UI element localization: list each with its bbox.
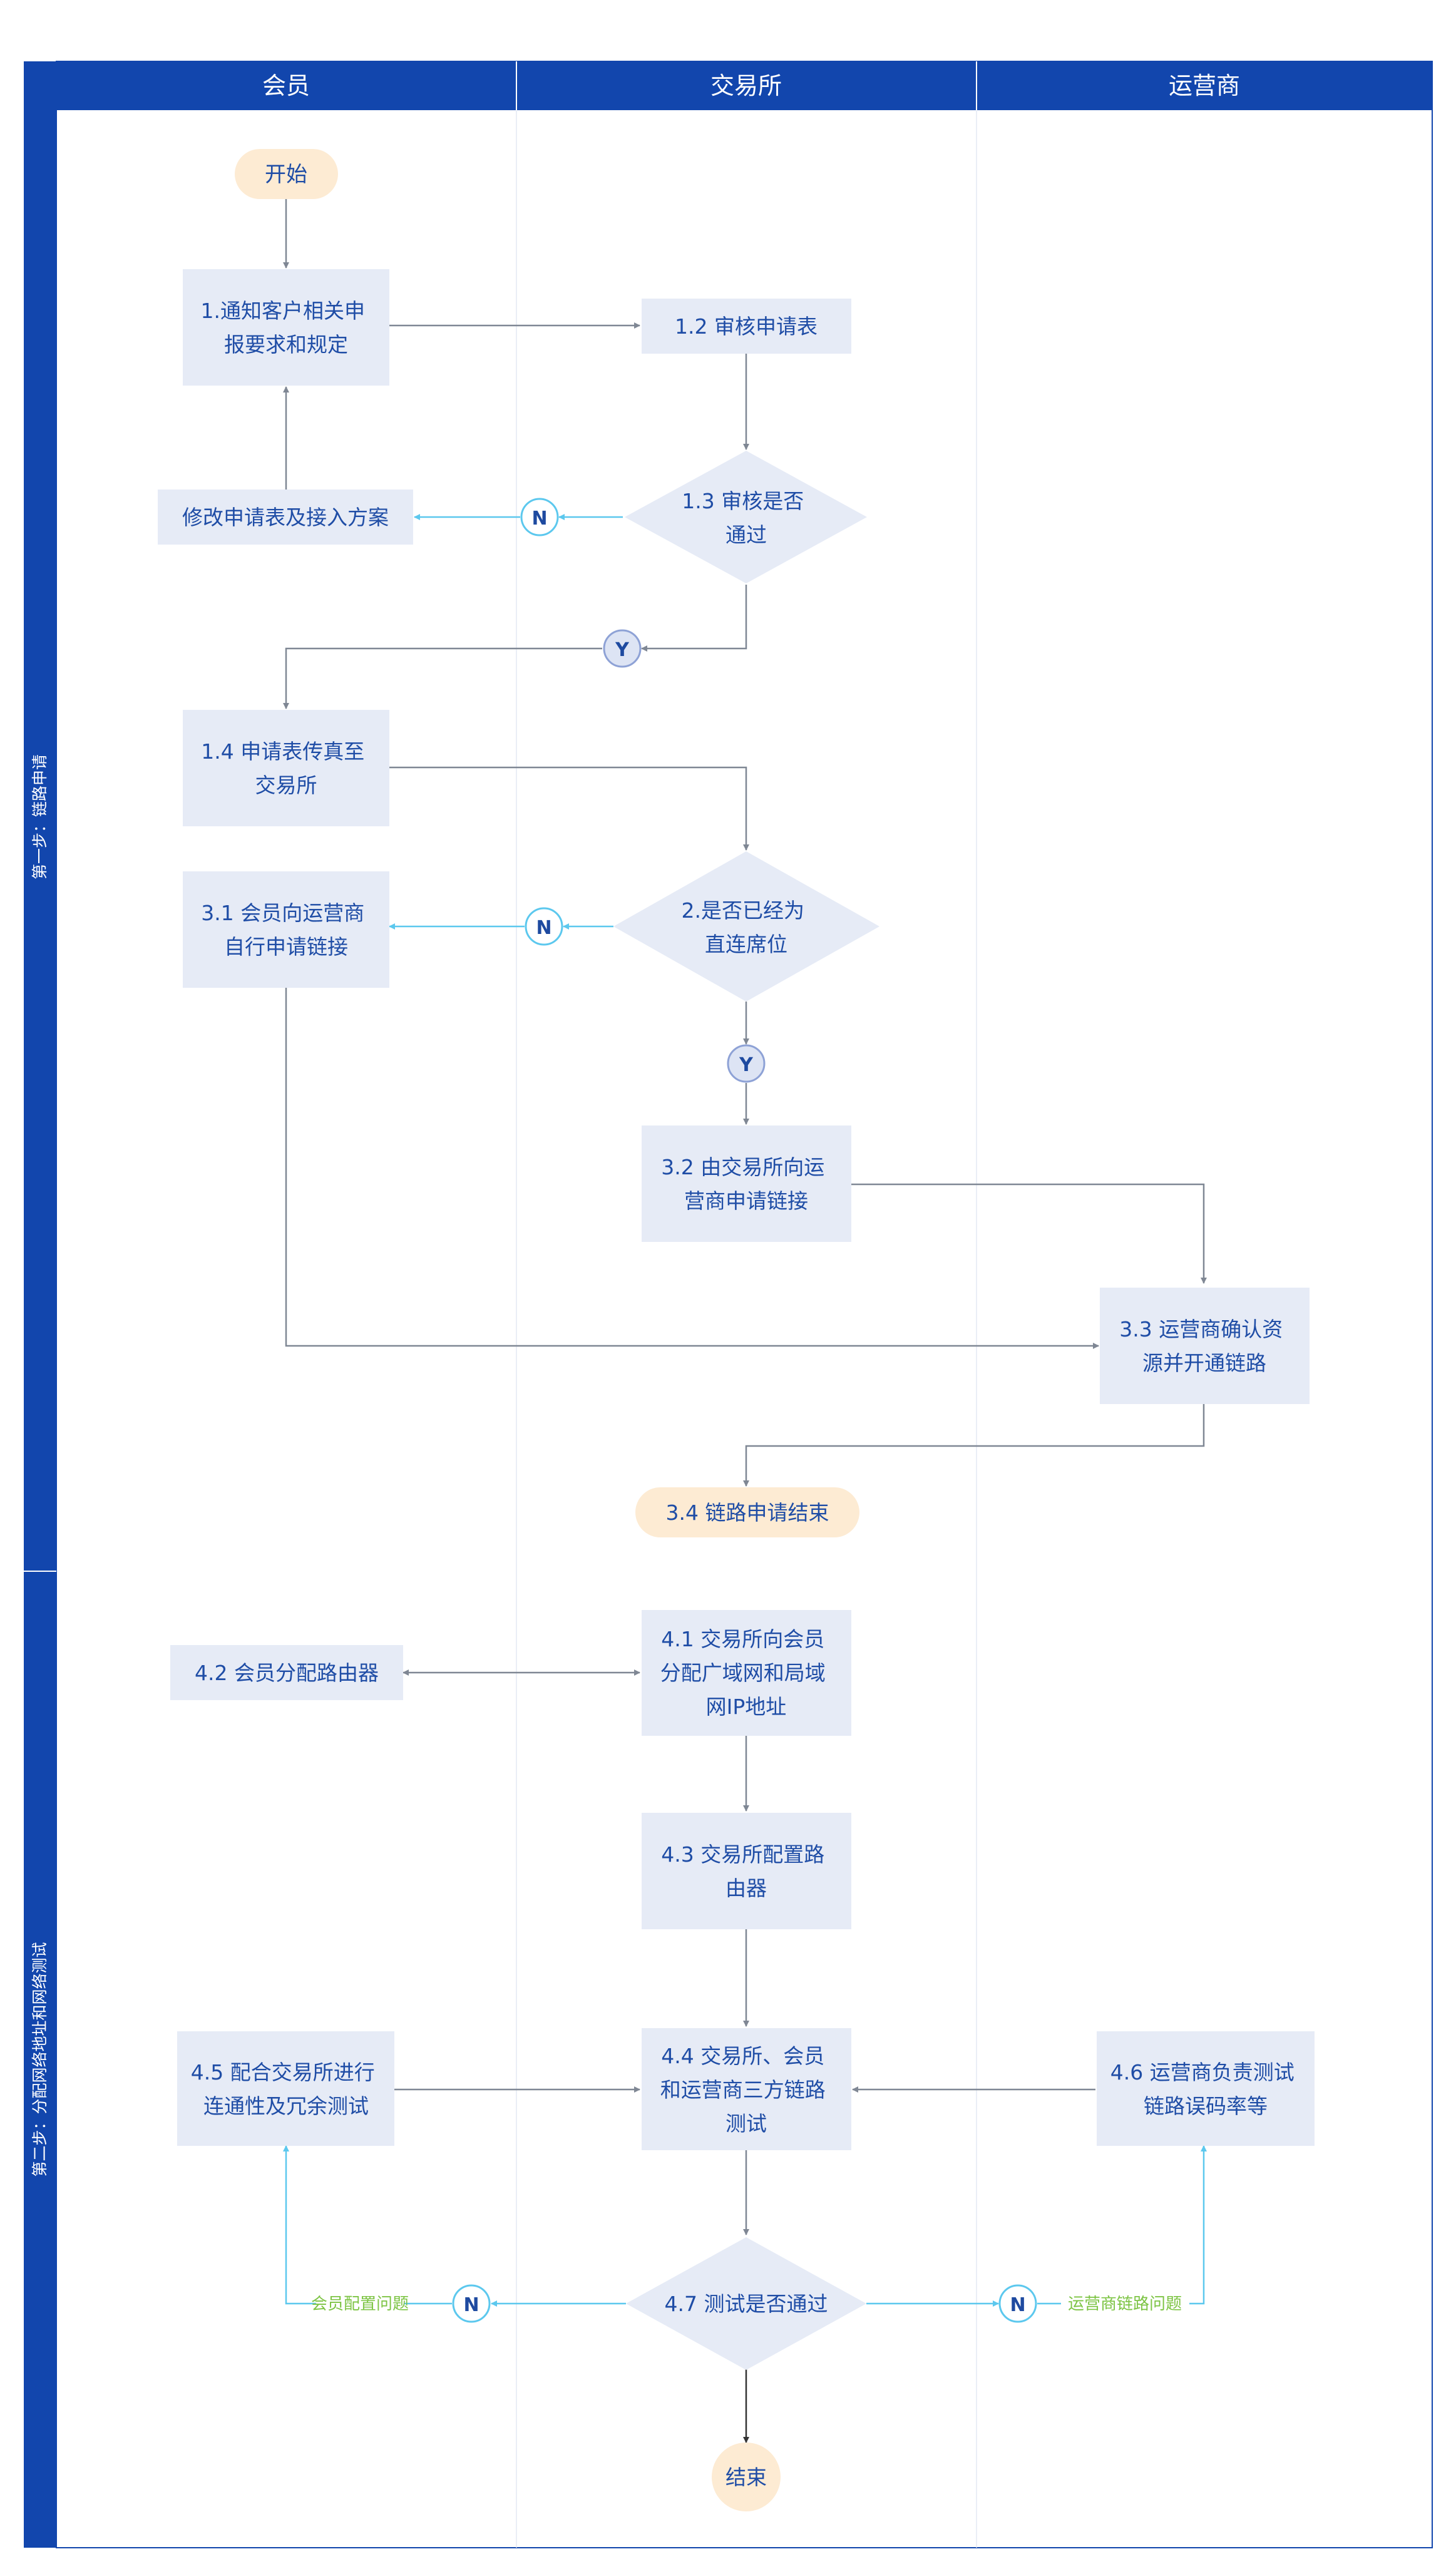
- decision-2-direct-seat[interactable]: 2.是否已经为 直连席位: [613, 851, 879, 1002]
- svg-text:Y: Y: [739, 1054, 754, 1076]
- svg-text:N: N: [536, 917, 551, 939]
- phase-column: [24, 61, 56, 2548]
- node-4-6-label: 4.6 运营商负责测试 链路误码率等: [1110, 2060, 1301, 2118]
- edge-label-member-config: 会员配置问题: [311, 2295, 409, 2314]
- node-4-4-three-party-test[interactable]: 4.4 交易所、会员 和运营商三方链路 测试: [642, 2028, 851, 2150]
- node-modify-label: 修改申请表及接入方案: [182, 505, 389, 530]
- decision-4-7-test-passed[interactable]: 4.7 测试是否通过: [626, 2237, 866, 2370]
- node-3-2-label: 3.2 由交易所向运 营商申请链接: [661, 1155, 831, 1213]
- node-4-5-member-test[interactable]: 4.5 配合交易所进行 连通性及冗余测试: [177, 2031, 394, 2146]
- node-1-2-label: 1.2 审核申请表: [675, 314, 818, 339]
- node-4-4-label: 4.4 交易所、会员 和运营商三方链路 测试: [660, 2044, 833, 2136]
- node-4-6-operator-test[interactable]: 4.6 运营商负责测试 链路误码率等: [1097, 2031, 1315, 2146]
- svg-text:Y: Y: [615, 639, 630, 661]
- phase-label-1: 第一步：链路申请: [31, 754, 49, 879]
- node-1-2-review[interactable]: 1.2 审核申请表: [642, 299, 851, 354]
- edge-1-3-to-y-badge: [641, 585, 747, 652]
- node-4-3-exchange-router[interactable]: 4.3 交易所配置路 由器: [642, 1813, 851, 1929]
- node-3-3-operator-confirm[interactable]: 3.3 运营商确认资 源并开通链路: [1100, 1288, 1310, 1404]
- node-3-3-label: 3.3 运营商确认资 源并开通链路: [1119, 1317, 1289, 1375]
- decision-2-label: 2.是否已经为 直连席位: [682, 898, 811, 956]
- svg-text:N: N: [463, 2294, 479, 2316]
- node-3-1-label: 3.1 会员向运营商 自行申请链接: [201, 901, 371, 959]
- badge-n-1-3: N: [520, 498, 559, 536]
- node-3-4-label: 3.4 链路申请结束: [666, 1500, 829, 1525]
- badge-y-1-3: Y: [603, 629, 642, 668]
- connectors: [283, 199, 1207, 2443]
- node-1-1-label: 1.通知客户相关申 报要求和规定: [201, 299, 372, 357]
- decision-1-3-label: 1.3 审核是否 通过: [682, 489, 810, 547]
- node-3-4-link-apply-end[interactable]: 3.4 链路申请结束: [635, 1487, 859, 1537]
- edge-label-operator-link: 运营商链路问题: [1068, 2295, 1182, 2314]
- node-end-label: 结束: [725, 2465, 767, 2489]
- badge-n-4-7-left: N: [452, 2284, 491, 2323]
- lane-header-exchange: 交易所: [710, 72, 782, 100]
- node-4-2-member-router[interactable]: 4.2 会员分配路由器: [170, 1645, 403, 1700]
- node-4-3-label: 4.3 交易所配置路 由器: [661, 1842, 831, 1900]
- svg-text:N: N: [531, 508, 547, 530]
- badge-n-4-7-right: N: [998, 2284, 1037, 2323]
- node-start[interactable]: 开始: [235, 149, 338, 199]
- badge-n-2: N: [525, 907, 563, 946]
- decision-1-3-approved[interactable]: 1.3 审核是否 通过: [625, 451, 867, 583]
- node-3-2-exchange-apply[interactable]: 3.2 由交易所向运 营商申请链接: [642, 1125, 851, 1242]
- node-modify-application[interactable]: 修改申请表及接入方案: [158, 490, 413, 545]
- edge-1-4-to-2: [389, 766, 749, 851]
- node-3-1-member-apply[interactable]: 3.1 会员向运营商 自行申请链接: [183, 871, 389, 988]
- node-1-4-label: 1.4 申请表传真至 交易所: [201, 739, 371, 797]
- badge-y-2: Y: [727, 1044, 766, 1083]
- edge-3-3-to-3-4: [743, 1403, 1205, 1487]
- node-1-1-notify[interactable]: 1.通知客户相关申 报要求和规定: [183, 269, 389, 386]
- phase-label-2: 第二步：分配网络地址和网络测试: [31, 1942, 49, 2177]
- node-start-label: 开始: [265, 162, 307, 187]
- node-4-2-label: 4.2 会员分配路由器: [195, 1661, 379, 1685]
- node-1-4-fax[interactable]: 1.4 申请表传真至 交易所: [183, 710, 389, 826]
- edge-label-to-4-6: [1189, 2145, 1207, 2305]
- decision-4-7-label: 4.7 测试是否通过: [665, 2292, 828, 2316]
- node-end[interactable]: 结束: [712, 2443, 781, 2511]
- edge-3-2-to-3-3: [850, 1183, 1207, 1284]
- lane-header-operator: 运营商: [1169, 72, 1240, 100]
- edge-y-badge-to-1-4: [283, 647, 602, 709]
- lane-header-member: 会员: [262, 72, 310, 100]
- node-4-1-assign-ip[interactable]: 4.1 交易所向会员 分配广域网和局域 网IP地址: [642, 1610, 851, 1736]
- node-4-1-label: 4.1 交易所向会员 分配广域网和局域 网IP地址: [660, 1627, 833, 1719]
- edge-3-1-to-3-3: [285, 988, 1099, 1349]
- node-4-5-label: 4.5 配合交易所进行 连通性及冗余测试: [191, 2060, 381, 2118]
- swimlane-frame: 会员 交易所 运营商 第一步：链路申请 第二步：分配网络地址和网络测试: [24, 61, 1433, 2548]
- svg-text:N: N: [1010, 2294, 1025, 2316]
- edge-label-to-4-5: [283, 2145, 316, 2305]
- lane-header-bar: [56, 61, 1432, 110]
